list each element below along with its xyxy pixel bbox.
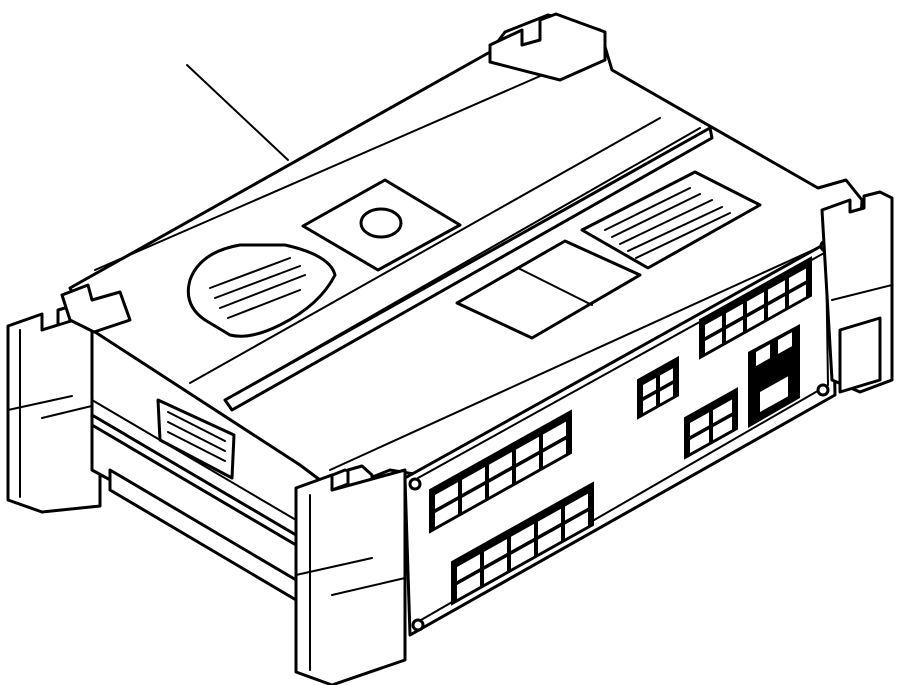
leader-line [186, 64, 289, 161]
connector-pin-cell [789, 268, 806, 290]
connector-pin-cell [565, 493, 588, 521]
connector-pin-cell [747, 307, 764, 330]
connector-small-a [637, 355, 679, 420]
connector-pin-cell [543, 439, 566, 467]
front-corner-rail [294, 464, 407, 685]
connector-small-b [684, 387, 738, 460]
label-plate-middle [455, 239, 642, 340]
connector-pin-cell [565, 511, 588, 539]
connector-pin-cell [457, 572, 480, 599]
left-frame-rail [6, 304, 102, 514]
connector-pin-cell [516, 436, 539, 464]
connector-pin-cell [660, 368, 673, 388]
connector-pin-cell [713, 416, 732, 441]
connector-pin-cell [489, 469, 512, 497]
right-frame-rail [820, 190, 894, 394]
connector-lower-left [451, 481, 594, 606]
connector-pin-cell [690, 412, 709, 436]
connector-pin-cell [538, 526, 561, 554]
connector-pin-cell [484, 557, 507, 584]
connector-pin-cell [660, 384, 673, 404]
connector-pin-cell [462, 485, 485, 512]
connector-pin-cell [726, 303, 743, 326]
connector-pin-cell [435, 482, 458, 509]
label-plate-right [580, 170, 762, 270]
connector-upper-right [699, 256, 812, 360]
connector-pin-cell [713, 399, 732, 424]
label-plate-left [186, 243, 337, 338]
connector-pin-cell [435, 500, 458, 527]
connector-pin-cell [768, 296, 785, 318]
connector-pin-cell [511, 541, 534, 569]
connector-pin-cell [489, 451, 512, 479]
connector-upper-left [429, 409, 572, 534]
connector-pin-cell [690, 429, 709, 453]
connector-pin-cell [543, 421, 566, 449]
indicator-module [748, 324, 800, 428]
indicator-window [756, 344, 770, 366]
indicator-window [760, 376, 788, 412]
connector-pin-cell [538, 508, 561, 536]
unit-top-face [68, 13, 864, 482]
connector-pin-cell [457, 554, 480, 581]
connector-pin-cell [462, 467, 485, 494]
connector-pin-cell [768, 280, 785, 302]
connector-pin-cell [516, 454, 539, 482]
connector-pin-cell [726, 319, 743, 342]
connector-pin-cell [643, 377, 656, 397]
connector-pin-cell [789, 284, 806, 306]
mid-left-corner-clip [60, 283, 132, 334]
connector-pin-cell [643, 393, 656, 413]
side-label-left [156, 398, 236, 480]
connector-pin-cell [705, 331, 722, 353]
connector-pin-cell [705, 315, 722, 337]
connector-group [429, 256, 812, 606]
connector-pin-cell [484, 539, 507, 566]
label-plate-center [301, 178, 462, 272]
back-corner-rail [488, 12, 607, 82]
connector-pin-cell [747, 291, 764, 314]
indicator-window [778, 332, 792, 354]
connector-pin-cell [511, 523, 534, 551]
